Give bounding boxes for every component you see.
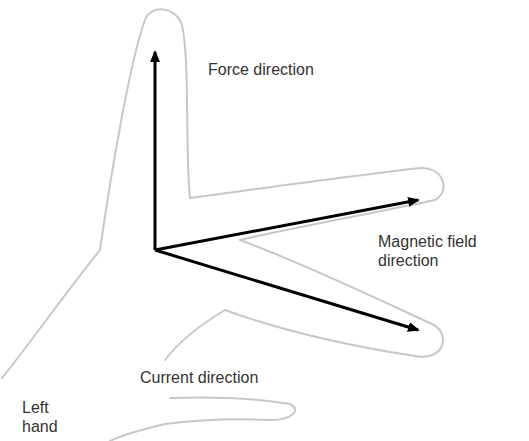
palm-fold <box>165 310 225 360</box>
index-finger-outline <box>190 168 444 240</box>
palm-outline <box>2 250 100 378</box>
field-label: Magnetic field direction <box>376 232 498 270</box>
palm-outline <box>110 424 165 441</box>
force-label: Force direction <box>206 60 316 79</box>
hand-label: Left hand <box>20 398 70 436</box>
thumb-outline <box>100 9 190 250</box>
ring-finger-outline <box>165 397 295 424</box>
force-arrow <box>154 52 157 250</box>
current-label: Current direction <box>138 368 260 387</box>
hand-outline <box>2 9 444 441</box>
